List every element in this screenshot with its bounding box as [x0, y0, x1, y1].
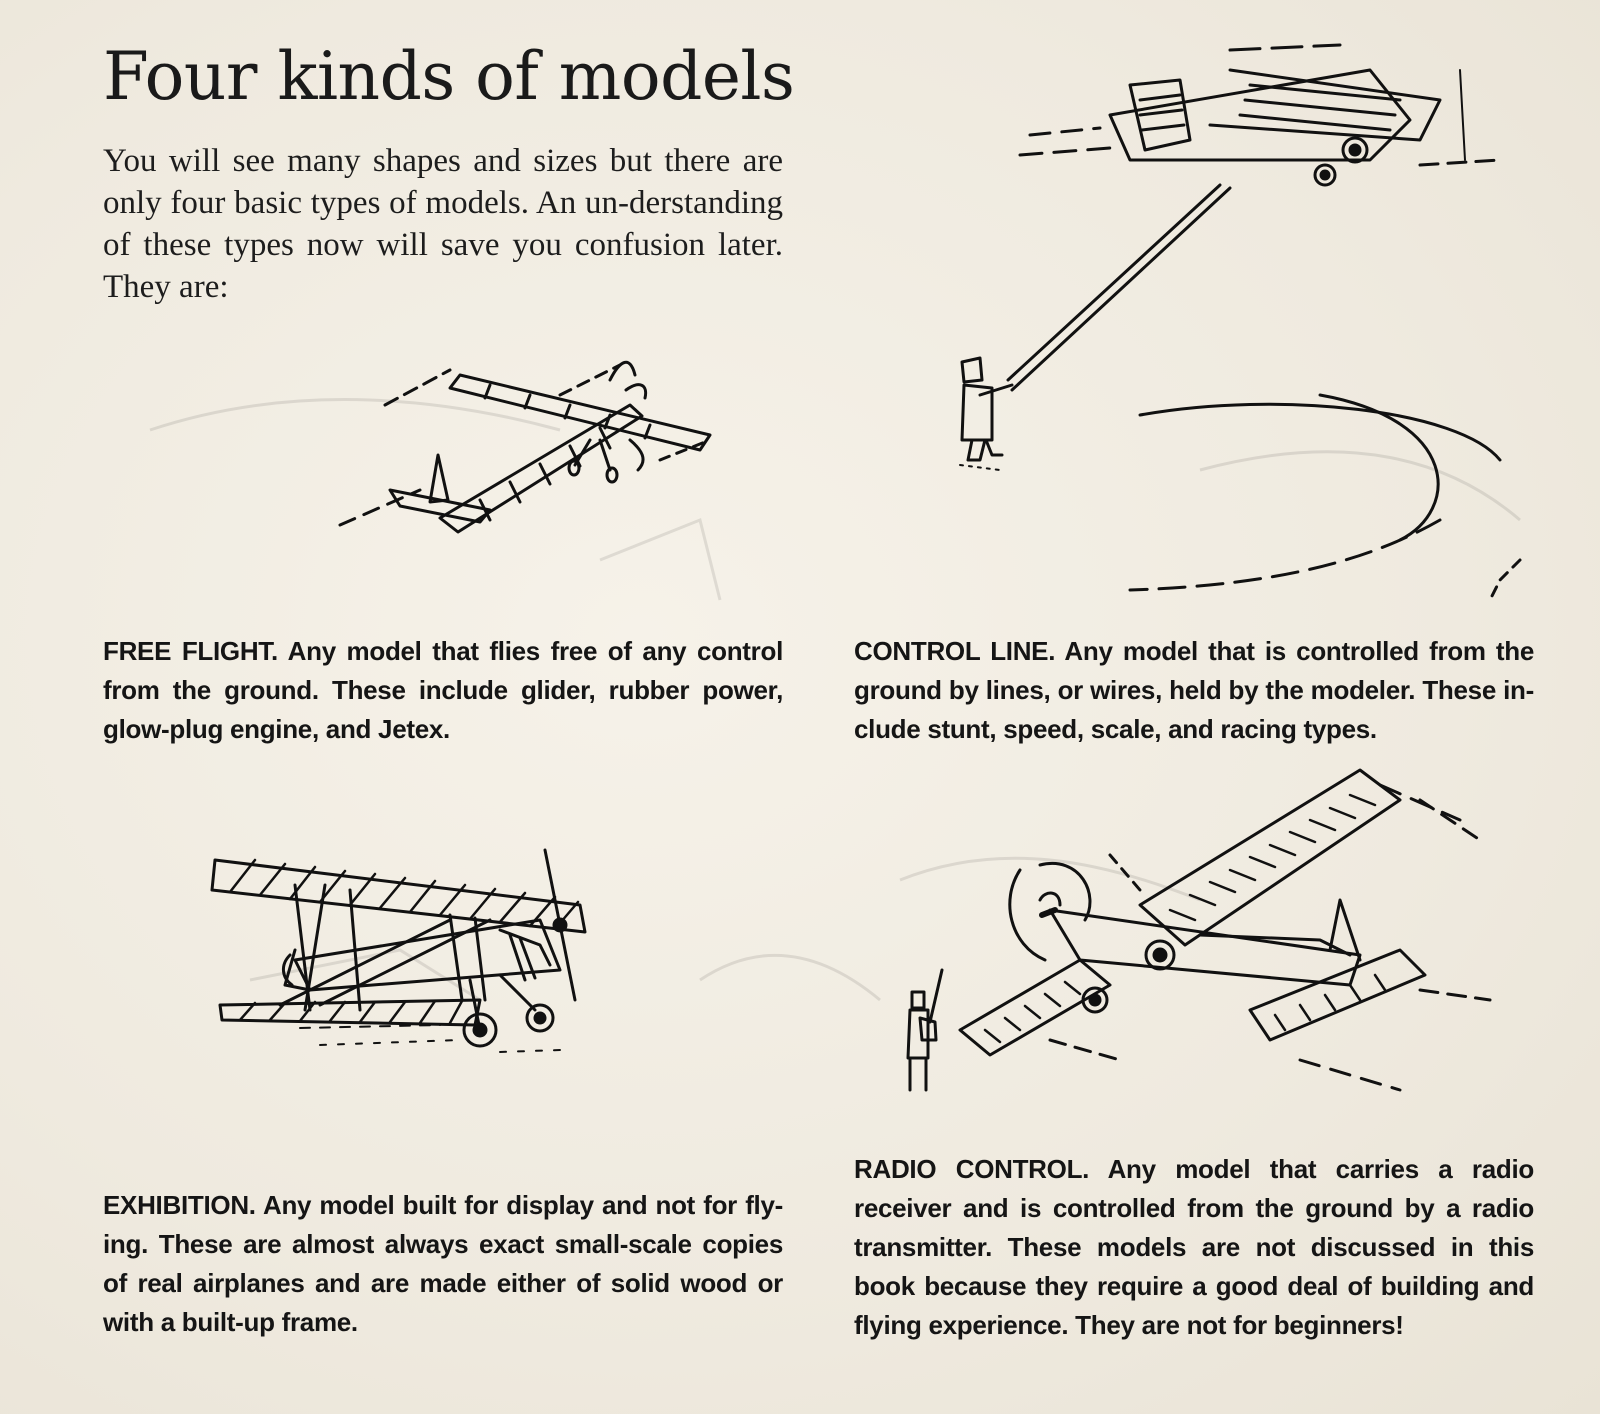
page-title: Four kinds of models [103, 38, 795, 115]
exhibition-illustration [200, 840, 620, 1080]
free-flight-caption: FREE FLIGHT. Any model that flies free o… [103, 632, 783, 749]
control-line-illustration [900, 40, 1540, 620]
exhibition-heading: EXHIBITION. [103, 1190, 256, 1220]
radio-control-heading: RADIO CONTROL. [854, 1154, 1090, 1184]
radio-control-text: Any model that carries a radio receiver … [854, 1154, 1534, 1340]
free-flight-illustration [330, 350, 730, 600]
free-flight-heading: FREE FLIGHT. [103, 636, 278, 666]
intro-paragraph: You will see many shapes and sizes but t… [103, 143, 783, 305]
control-line-heading: CONTROL LINE. [854, 636, 1056, 666]
control-line-caption: CONTROL LINE. Any model that is controll… [854, 632, 1534, 749]
exhibition-text: Any model built for display and not for … [103, 1190, 783, 1337]
radio-control-illustration [880, 760, 1540, 1120]
free-flight-text: Any model that flies free of any control… [103, 636, 783, 744]
exhibition-caption: EXHIBITION. Any model built for display … [103, 1186, 783, 1342]
control-line-text: Any model that is controlled from the gr… [854, 636, 1534, 744]
radio-control-caption: RADIO CONTROL. Any model that carries a … [854, 1150, 1534, 1345]
